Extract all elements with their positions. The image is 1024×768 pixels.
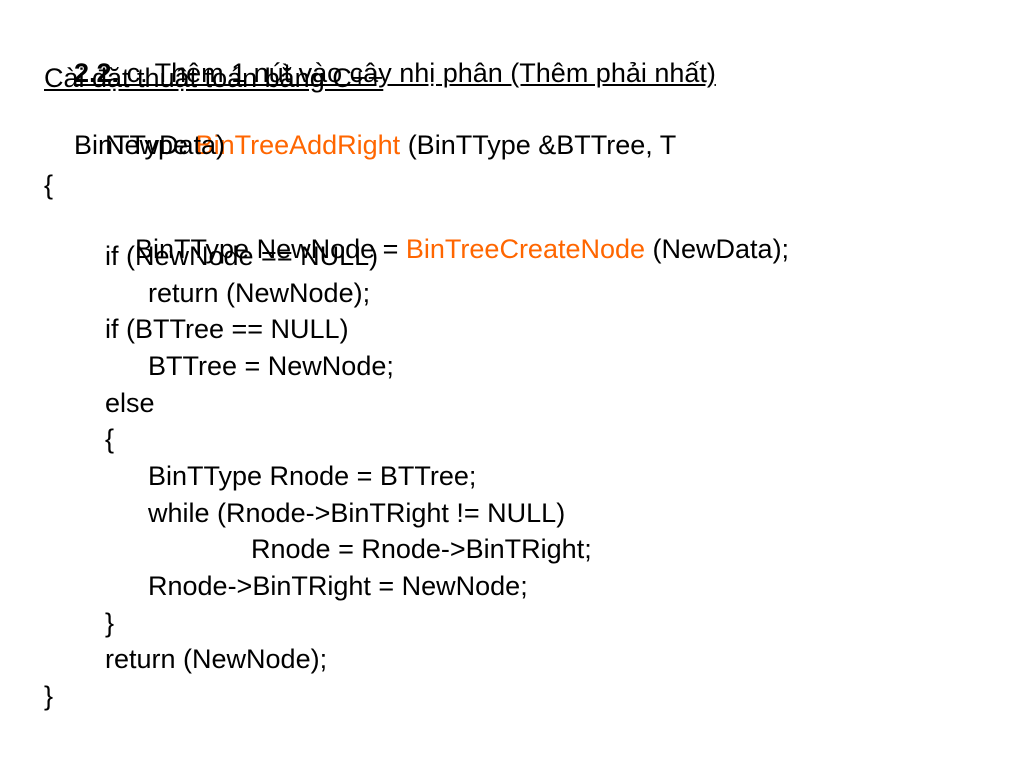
code-line-final-return: return (NewNode);: [105, 644, 328, 674]
code-close-brace: }: [44, 681, 54, 711]
heading-underlined: 2.2. c. Thêm 1 nút vào cây nhị phân (Thê…: [74, 58, 716, 88]
signature-params-continued: NewData): [105, 130, 226, 160]
code-text: BinTType NewNode =: [135, 234, 406, 264]
signature-return-type: BinTType: [74, 130, 196, 160]
heading-line: 2.2. c. Thêm 1 nút vào cây nhị phân (Thê…: [44, 28, 716, 118]
code-line-attach-node: Rnode->BinTRight = NewNode;: [148, 571, 528, 601]
code-line-assign-root: BTTree = NewNode;: [148, 351, 394, 381]
code-line-while: while (Rnode->BinTRight != NULL): [148, 498, 566, 528]
code-line-rnode-advance: Rnode = Rnode->BinTRight;: [251, 534, 592, 564]
signature-function-name: BinTreeAddRight: [195, 130, 401, 160]
code-line-else-close: }: [105, 608, 115, 638]
code-line-if-tree-null: if (BTTree == NULL): [105, 314, 349, 344]
code-line-else: else: [105, 388, 155, 418]
heading-title: c. Thêm 1 nút vào cây nhị phân (Thêm phả…: [119, 58, 716, 88]
code-line-rnode-decl: BinTType Rnode = BTTree;: [148, 461, 477, 491]
heading-number: 2.2.: [74, 58, 120, 88]
code-line-create-node: BinTType NewNode = BinTreeCreateNode (Ne…: [105, 204, 789, 294]
code-function-call: BinTreeCreateNode: [405, 234, 646, 264]
code-line-if-null: if (NewNode == NULL): [105, 241, 379, 271]
code-open-brace: {: [44, 170, 54, 200]
code-line-else-open: {: [105, 424, 115, 454]
function-signature: BinTType BinTreeAddRight (BinTType &BTTr…: [44, 100, 676, 190]
signature-params: (BinTType &BTTree, T: [400, 130, 677, 160]
heading-subtitle: Cài đặt thuật toán bằng C++: [44, 63, 384, 93]
code-text: (NewData);: [645, 234, 790, 264]
code-line-return: return (NewNode);: [148, 278, 371, 308]
